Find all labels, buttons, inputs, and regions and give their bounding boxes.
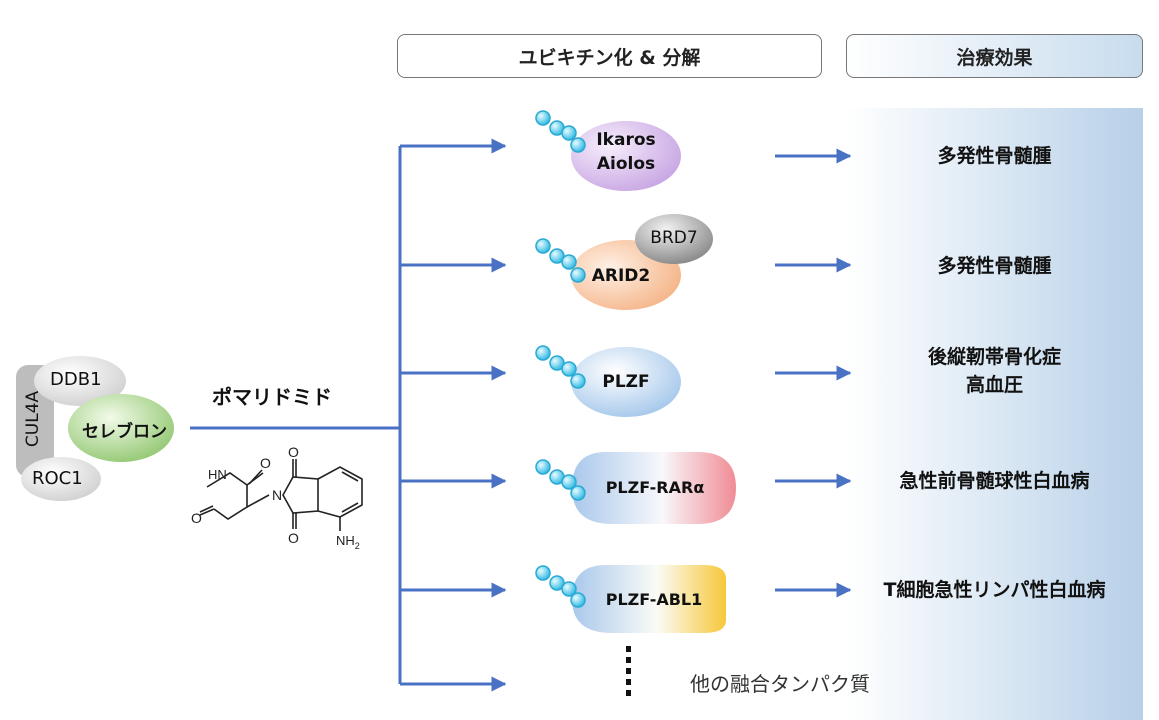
- ikaros-label: Ikaros: [596, 130, 656, 150]
- outcome-2: 多発性骨髄腫: [937, 255, 1052, 277]
- outcome-3-line2: 高血圧: [965, 374, 1023, 396]
- ubiquitin: [535, 459, 551, 475]
- ellipsis-icon: [626, 646, 631, 696]
- aiolos-label: Aiolos: [596, 154, 656, 174]
- outcome-3-line1: 後縦靭帯骨化症: [927, 346, 1061, 368]
- o-label-3: O: [288, 445, 299, 460]
- o-label-4: O: [288, 530, 299, 546]
- cereblon-node: [68, 394, 174, 462]
- pomalidomide-structure: HN O O N O O NH2: [191, 445, 363, 551]
- o-label-1: O: [260, 455, 271, 471]
- ubiquitin: [535, 345, 551, 361]
- ubiquitin: [570, 373, 586, 389]
- plzf-abl1-label: PLZF-ABL1: [605, 590, 703, 609]
- outcome-5: T細胞急性リンパ性白血病: [883, 579, 1106, 601]
- nh2-label: NH2: [336, 533, 360, 551]
- roc1-node: [21, 457, 101, 501]
- nh-text: NH: [336, 533, 355, 548]
- ubiquitin: [570, 485, 586, 501]
- ubiquitin: [561, 125, 577, 141]
- roc1-label: ROC1: [32, 468, 83, 489]
- cul4a-label: CUL4A: [23, 390, 43, 448]
- plzf-node: [571, 347, 681, 417]
- outcome-4: 急性前骨髄球性白血病: [899, 470, 1090, 492]
- plzf-label: PLZF: [602, 372, 650, 392]
- ubiquitin: [535, 565, 551, 581]
- ubiquitin: [549, 355, 565, 371]
- hn-label: HN: [208, 467, 227, 482]
- header-ubiquitination: ユビキチン化 & 分解: [397, 34, 822, 78]
- plzf-abl1-node: [572, 565, 726, 633]
- ubiquitin: [549, 575, 565, 591]
- plzf-rara-label: PLZF-RARα: [605, 478, 705, 497]
- plzf-rara-node: [572, 452, 736, 524]
- ubiquitin-chains: [535, 110, 586, 608]
- nh-subscript: 2: [355, 541, 360, 551]
- cereblon-label: セレブロン: [82, 422, 167, 442]
- ubiquitin: [570, 137, 586, 153]
- e3-complex: [16, 356, 174, 501]
- ubiquitin: [535, 110, 551, 126]
- header-therapeutic-effect: 治療効果: [846, 34, 1143, 78]
- brd7-node: [635, 214, 713, 264]
- ubiquitin: [549, 248, 565, 264]
- branch-arrows: [400, 138, 507, 692]
- therapeutic-effect-panel: [846, 108, 1143, 720]
- outcome-1: 多発性骨髄腫: [937, 145, 1052, 167]
- n-label: N: [272, 487, 282, 503]
- ubiquitin: [535, 238, 551, 254]
- ubiquitin: [561, 581, 577, 597]
- ikaros-aiolos-node: [571, 121, 681, 191]
- ubiquitin: [570, 267, 586, 283]
- ddb1-label: DDB1: [50, 369, 102, 390]
- ubiquitin: [561, 254, 577, 270]
- ubiquitin: [561, 474, 577, 490]
- brd7-label: BRD7: [650, 228, 698, 248]
- other-fusions-label: 他の融合タンパク質: [690, 672, 870, 696]
- o-label-2: O: [191, 510, 202, 526]
- ubiquitin: [570, 592, 586, 608]
- ddb1-node: [34, 356, 126, 406]
- ubiquitin: [561, 361, 577, 377]
- outcome-arrows: [775, 148, 852, 598]
- drug-name: ポマリドミド: [212, 385, 332, 409]
- arid2-label: ARID2: [591, 266, 651, 286]
